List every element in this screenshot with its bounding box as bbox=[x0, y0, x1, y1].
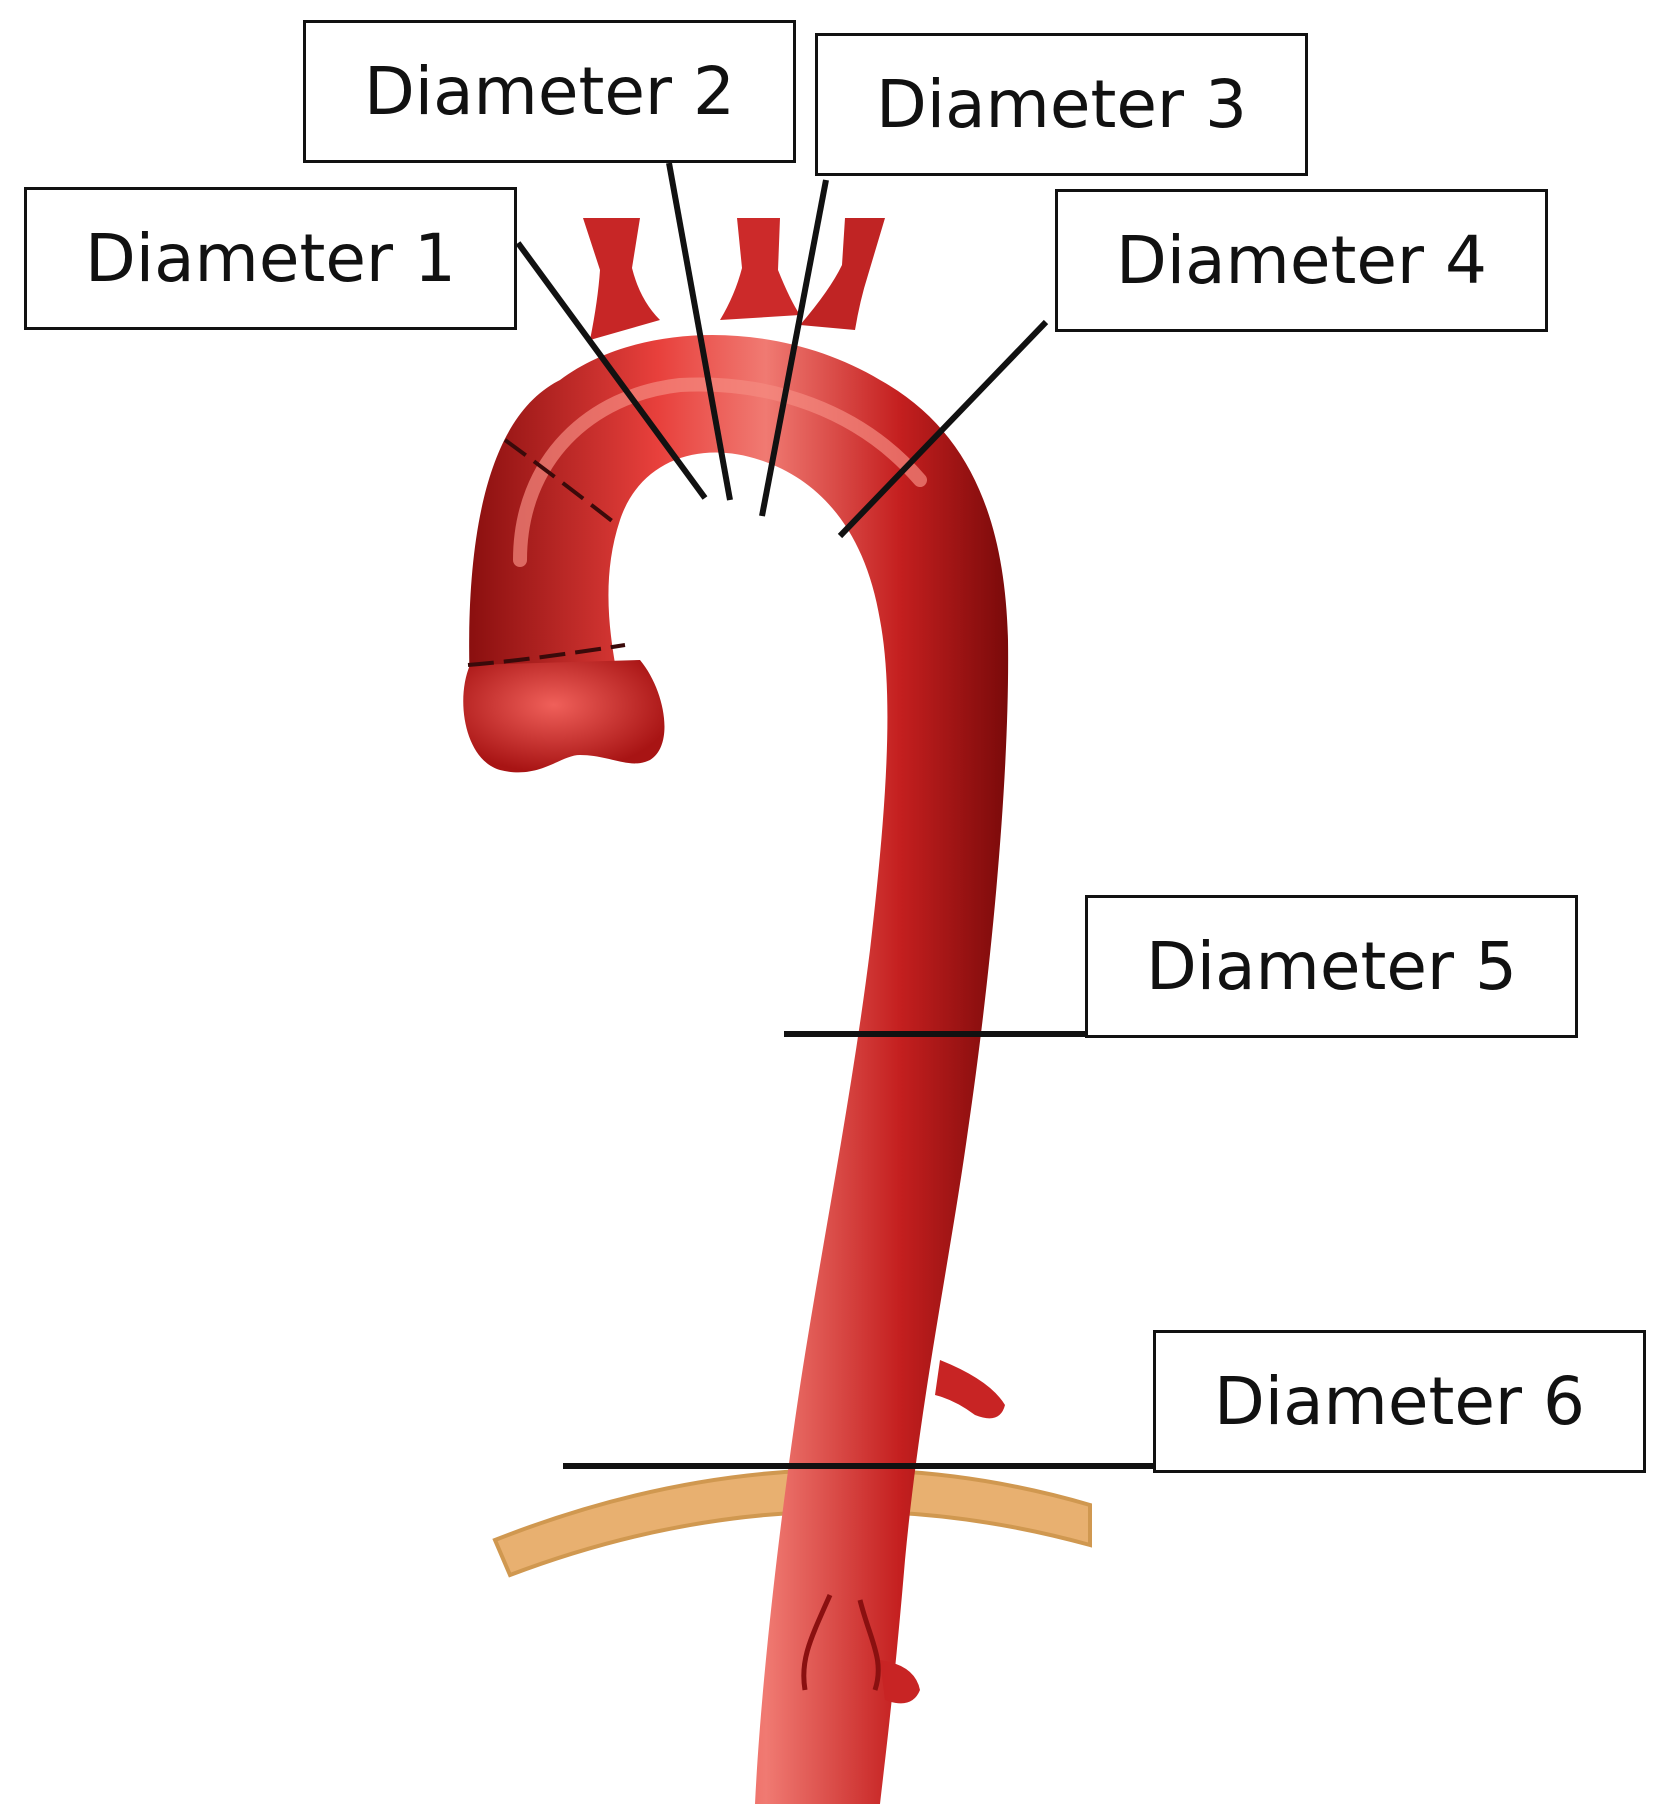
aorta bbox=[469, 335, 1009, 1804]
label-diameter-6: Diameter 6 bbox=[1153, 1330, 1646, 1473]
pointer-line-1 bbox=[515, 241, 708, 500]
lower-branch bbox=[880, 1660, 920, 1704]
celiac-branch bbox=[935, 1360, 1005, 1419]
label-diameter-1: Diameter 1 bbox=[24, 187, 517, 330]
label-diameter-5: Diameter 5 bbox=[1085, 895, 1578, 1038]
arch-highlight bbox=[513, 377, 927, 567]
ascending-dashed-marker-lower bbox=[467, 643, 626, 667]
label-diameter-2: Diameter 2 bbox=[303, 20, 796, 163]
diaphragm bbox=[492, 1467, 1092, 1578]
label-diameter-3: Diameter 3 bbox=[815, 33, 1308, 176]
ascending-dashed-marker-upper bbox=[503, 438, 632, 537]
aortic-root bbox=[463, 660, 665, 773]
lower-valve-marks bbox=[801, 1593, 881, 1691]
pointer-line-2 bbox=[666, 162, 733, 501]
pointer-line-4 bbox=[837, 319, 1049, 539]
arch-branches bbox=[583, 218, 885, 340]
label-diameter-4: Diameter 4 bbox=[1055, 189, 1548, 332]
arch-cutout bbox=[614, 496, 869, 760]
pointer-line-3 bbox=[759, 179, 829, 517]
